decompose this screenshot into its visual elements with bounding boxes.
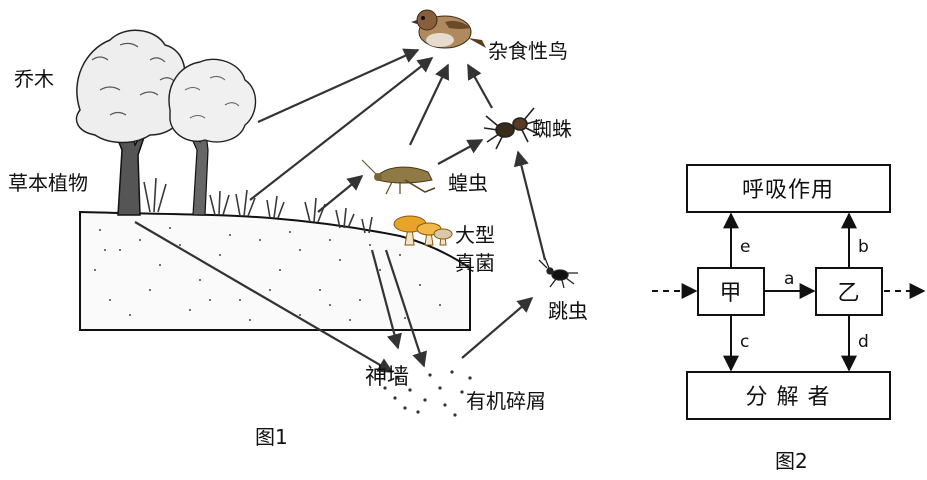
label-locust: 蝗虫 [448,171,488,195]
edge-label-c: c [740,332,749,352]
box-decomposer-label: 分 解 者 [746,385,831,410]
box-jia [697,267,765,316]
caption-figure-1: 图1 [255,425,288,449]
label-overlay-text: 神墙 [365,365,409,390]
springtail-icon [538,257,578,289]
grass-icon [143,177,373,234]
detritus-particles [383,370,472,417]
caption-figure-2: 图2 [775,449,808,473]
mushroom-icon [393,215,453,246]
label-herb: 草本植物 [8,171,88,195]
box-yi-label: 乙 [837,281,860,306]
figure-2: 呼吸作用 甲 乙 分 解 者 a e b c d 图2 [652,164,926,473]
edge-label-b: b [858,237,869,257]
box-respiration [686,164,891,213]
label-fungi-line2: 真菌 [455,251,495,275]
edge-label-e: e [740,237,750,257]
figure-1: 乔木 草本植物 杂食性鸟 蜘蛛 蝗虫 大型 真菌 跳虫 有机碎屑 神墙 图1 [8,9,588,449]
edge-label-a: a [784,269,794,289]
label-springtail: 跳虫 [548,299,588,323]
sparrow-icon [411,9,486,49]
box-respiration-label: 呼吸作用 [742,178,834,203]
grasshopper-icon [361,159,436,195]
box-decomposer [686,371,891,420]
edge-label-d: d [858,332,869,352]
box-jia-label: 甲 [719,281,742,306]
label-detritus: 有机碎屑 [466,389,546,413]
label-spider: 蜘蛛 [532,117,572,141]
label-bird: 杂食性鸟 [488,39,568,63]
label-fungi-line1: 大型 [455,223,495,247]
spider-icon [483,107,541,150]
tree-icon [75,29,257,216]
food-web-arrows [134,48,547,373]
label-tree: 乔木 [14,67,54,91]
